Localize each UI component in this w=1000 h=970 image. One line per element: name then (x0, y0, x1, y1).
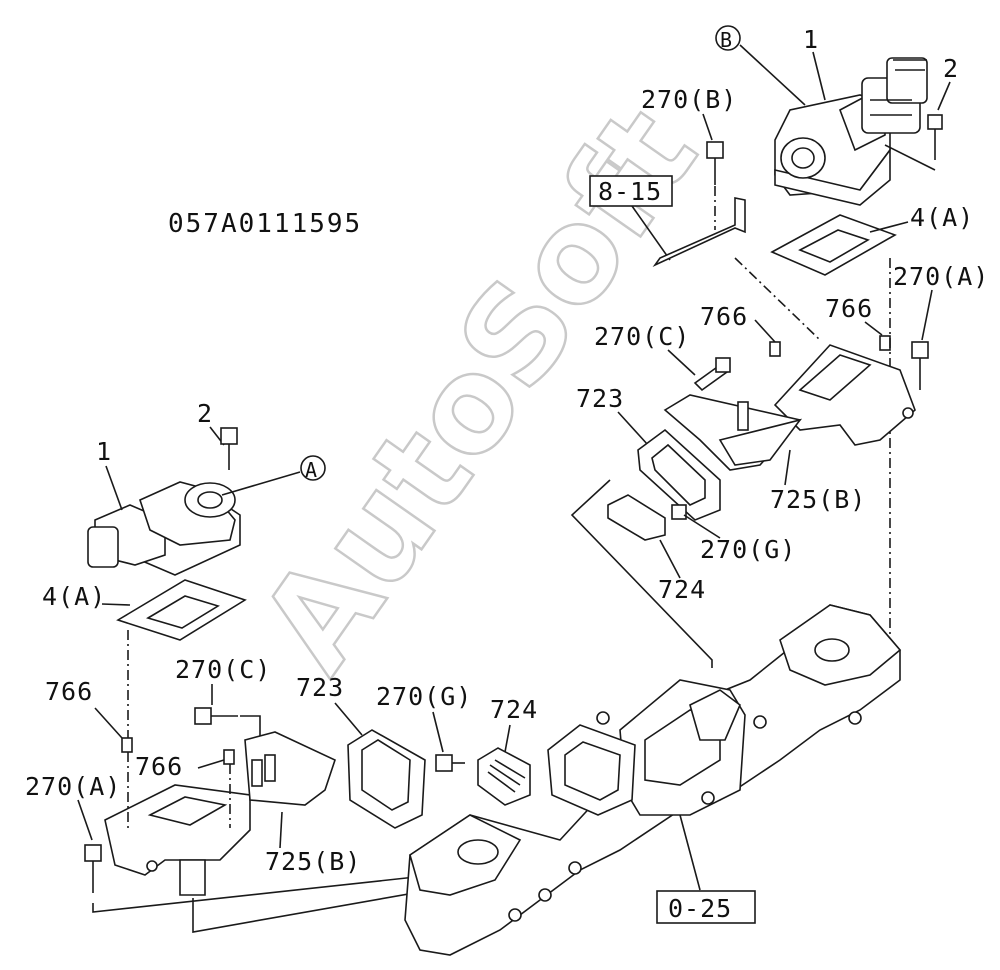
label-top-725b: 725(B) (770, 485, 866, 514)
intake-manifold[interactable] (404, 604, 902, 956)
label-bot-766b: 766 (135, 752, 183, 781)
label-bot-270g: 270(G) (376, 682, 472, 711)
label-top-766b: 766 (825, 294, 873, 323)
label-bot-723: 723 (296, 673, 344, 702)
reed-valve-724-top[interactable] (607, 494, 666, 541)
pin-766-left-b[interactable] (223, 749, 235, 765)
bolt-270a-left[interactable] (84, 844, 102, 893)
label-top-724: 724 (658, 575, 706, 604)
gasket-4a-top[interactable] (770, 214, 897, 276)
label-top-4a: 4(A) (910, 203, 974, 232)
gasket-723-top[interactable] (637, 428, 721, 521)
label-top-766a: 766 (700, 302, 748, 331)
label-top-270a: 270(A) (893, 262, 989, 291)
label-bot-766a: 766 (45, 677, 93, 706)
bolt-270a-top[interactable] (911, 341, 929, 390)
label-bot-1: 1 (96, 437, 112, 466)
egr-valve-top[interactable] (774, 57, 928, 206)
callout-b: B (715, 25, 806, 106)
bolt-270c-top[interactable] (693, 357, 731, 392)
svg-text:0-25: 0-25 (668, 894, 732, 923)
label-bot-724: 724 (490, 695, 538, 724)
bolt-270g-top[interactable] (671, 504, 687, 520)
watermark: AutoSoft (230, 80, 728, 699)
label-top-270g: 270(G) (700, 535, 796, 564)
bolt-2-top[interactable] (927, 114, 943, 160)
drawing-code: 057A0111595 (168, 209, 362, 239)
ref-box-8-15[interactable]: 8-15 (589, 175, 673, 207)
callout-a: A (221, 455, 326, 496)
gasket-723-left[interactable] (347, 729, 426, 829)
label-bot-4a: 4(A) (42, 582, 106, 611)
svg-text:8-15: 8-15 (598, 177, 662, 206)
bolt-270g-left[interactable] (435, 754, 465, 772)
ref-box-0-25[interactable]: 0-25 (656, 890, 756, 924)
label-top-270b: 270(B) (641, 85, 737, 114)
egr-valve-left[interactable] (87, 481, 241, 576)
label-bot-270a: 270(A) (25, 772, 121, 801)
label-top-723: 723 (576, 384, 624, 413)
pin-766-top-a[interactable] (769, 341, 781, 357)
label-bot-270c: 270(C) (175, 655, 271, 684)
egr-pipe-725b-left[interactable] (104, 731, 336, 896)
svg-text:B: B (720, 28, 733, 52)
bolt-2-left[interactable] (220, 427, 238, 470)
pin-766-left-a[interactable] (121, 737, 133, 753)
bolt-270b[interactable] (706, 141, 724, 185)
label-top-1: 1 (803, 25, 819, 54)
reed-valve-724-left[interactable] (477, 747, 531, 806)
svg-text:A: A (305, 458, 318, 482)
label-bot-2: 2 (197, 399, 213, 428)
bracket-8-15 (652, 197, 746, 267)
gasket-4a-left[interactable] (116, 579, 247, 641)
pin-766-top-b[interactable] (879, 335, 891, 351)
egr-pipe-725b-top[interactable] (663, 344, 916, 471)
label-bot-725b: 725(B) (265, 847, 361, 876)
label-top-2: 2 (943, 54, 959, 83)
bolt-270c-left[interactable] (194, 707, 238, 725)
label-top-270c: 270(C) (594, 322, 690, 351)
svg-text:AutoSoft: AutoSoft (231, 81, 726, 698)
